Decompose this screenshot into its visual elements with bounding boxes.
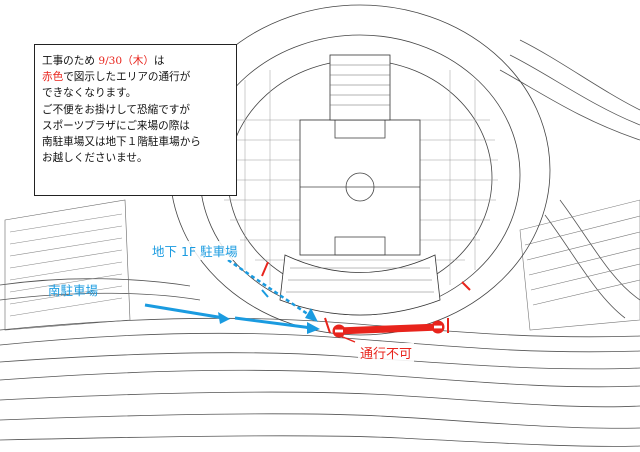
east-parking-lot (519, 199, 640, 331)
notice-line-2: 赤色で図示したエリアの通行が (42, 71, 191, 84)
south-parking-lot (4, 199, 131, 331)
notice-line-5: スポーツプラザにご来場の際は (42, 119, 190, 132)
closure-notice: 工事のため 9/30（木）は 赤色で図示したエリアの通行が できなくなります。 … (34, 44, 237, 196)
notice-line-1: 工事のため 9/30（木）は (42, 55, 165, 67)
notice-line-6: 南駐車場又は地下１階駐車場から (42, 136, 201, 149)
closure-date: 9/30（木） (98, 55, 154, 67)
b1-parking-label: 地下 1F 駐車場 (150, 241, 240, 260)
red-color-word: 赤色 (42, 71, 64, 84)
parking-route-arrows (144, 258, 320, 334)
south-parking-label: 南駐車場 (48, 283, 99, 298)
no-entry-icon (431, 320, 445, 334)
no-entry-icon (332, 324, 346, 338)
no-passage-label: 通行不可 (358, 343, 415, 362)
stadium (169, 4, 551, 336)
notice-line-4: ご不便をお掛けして恐縮ですが (42, 103, 190, 116)
notice-line-3: できなくなります。 (42, 87, 137, 100)
notice-line-7: お越しくださいませ。 (42, 152, 148, 165)
